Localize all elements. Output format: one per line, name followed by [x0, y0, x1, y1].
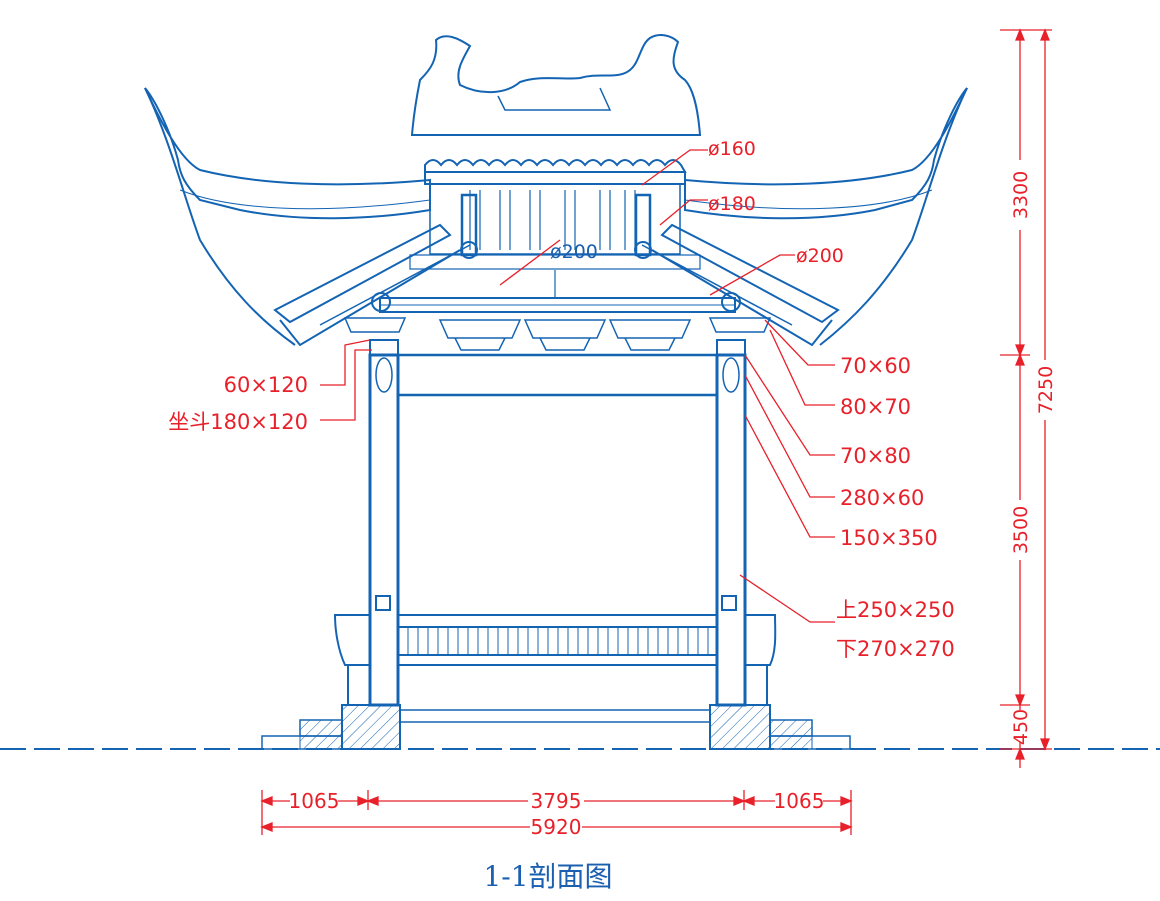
- dim-roof-height: 3300: [1010, 171, 1032, 219]
- dim-total: 5920: [531, 815, 582, 839]
- horizontal-dimensions: [260, 790, 853, 835]
- label-70x60: 70×60: [840, 354, 911, 378]
- roof-rafter-left: [273, 223, 452, 324]
- pavilion-structure: [144, 34, 968, 750]
- dim-left: 1065: [289, 789, 340, 813]
- right-column: [715, 353, 747, 707]
- bracket-cluster: [438, 319, 522, 351]
- label-280x60: 280×60: [840, 486, 924, 510]
- label-150x350: 150×350: [840, 526, 938, 550]
- ridge-tiles: [424, 159, 687, 173]
- dim-total-height: 7250: [1035, 366, 1057, 414]
- roof-left-wing: [144, 87, 431, 220]
- railing: [333, 614, 371, 666]
- dim-base-height: 450: [1010, 709, 1032, 745]
- plinth-left: [341, 704, 401, 750]
- dim-column-height: 3500: [1010, 506, 1032, 554]
- label-dia-160: ø160: [708, 138, 756, 160]
- label-dia-180: ø180: [708, 193, 756, 215]
- label-70x80: 70×80: [840, 444, 911, 468]
- roof-rafter-right: [660, 223, 840, 324]
- plinth-right: [709, 704, 771, 750]
- label-dia-200-outer: ø200: [796, 245, 844, 267]
- leader-lines: [320, 149, 835, 623]
- label-dia-200-inner: ø200: [550, 241, 598, 263]
- left-column: [368, 353, 400, 707]
- ridge-ornament: [410, 34, 702, 136]
- label-column-top: 上250×250: [836, 598, 955, 622]
- label-column-bottom: 下270×270: [836, 637, 955, 661]
- vertical-dimensions: [1000, 28, 1052, 768]
- label-bracket-seat: 坐斗180×120: [168, 410, 308, 434]
- drawing-title: 1-1剖面图: [483, 860, 612, 893]
- dim-right: 1065: [774, 789, 825, 813]
- roof-right-wing: [684, 87, 968, 220]
- label-60x120: 60×120: [224, 373, 308, 397]
- dim-center: 3795: [531, 789, 582, 813]
- label-80x70: 80×70: [840, 395, 911, 419]
- lintel: [396, 353, 719, 397]
